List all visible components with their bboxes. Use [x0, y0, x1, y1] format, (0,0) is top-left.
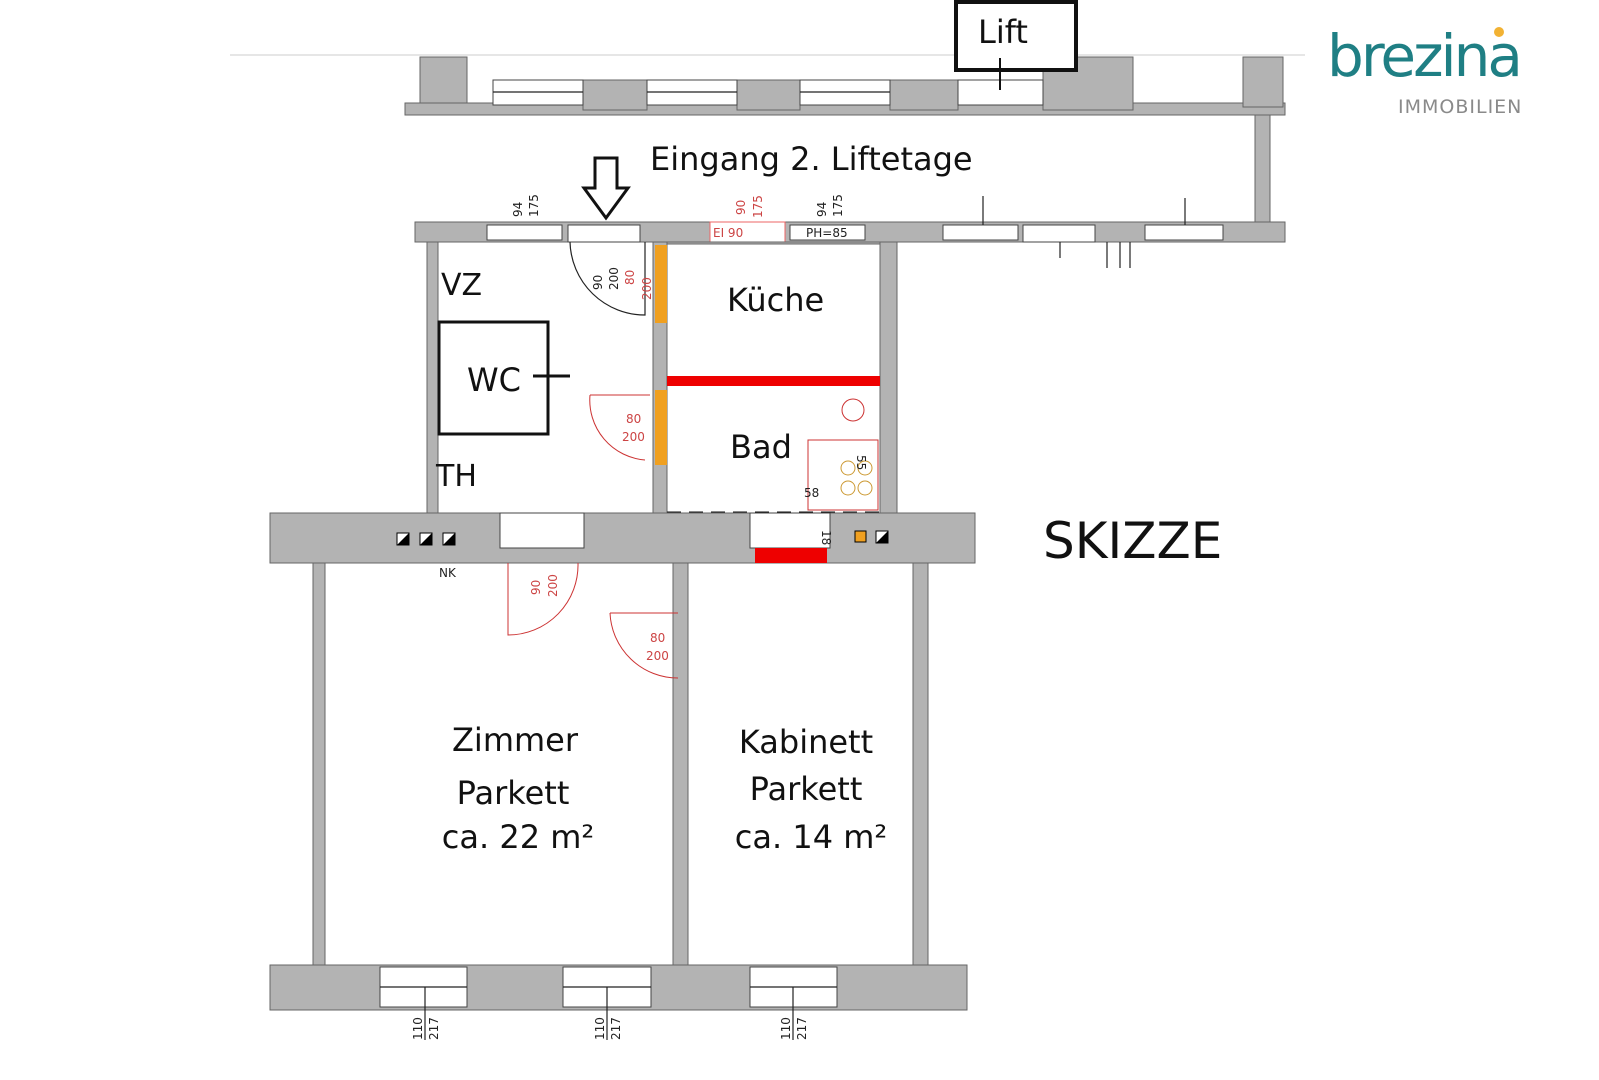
entrance-label: Eingang 2. Liftetage [650, 140, 973, 178]
svg-text:brezina: brezina [1327, 22, 1520, 90]
svg-text:80: 80 [650, 631, 665, 645]
svg-text:EI 90: EI 90 [713, 226, 743, 240]
svg-text:Parkett: Parkett [750, 770, 863, 808]
sketch-label: SKIZZE [1043, 512, 1222, 570]
svg-text:Parkett: Parkett [457, 774, 570, 812]
svg-text:90: 90 [591, 275, 605, 290]
svg-text:200: 200 [646, 649, 669, 663]
svg-text:Kabinett: Kabinett [739, 723, 873, 761]
svg-text:ca. 14 m²: ca. 14 m² [735, 818, 887, 856]
kitchen-label: Küche [727, 281, 824, 319]
lower-walls [270, 563, 967, 1040]
svg-text:200: 200 [546, 574, 560, 597]
svg-text:80: 80 [623, 270, 637, 285]
middle-wall [270, 512, 975, 563]
svg-text:217: 217 [795, 1017, 809, 1040]
svg-text:110: 110 [411, 1017, 425, 1040]
svg-text:PH=85: PH=85 [806, 226, 848, 240]
svg-text:18: 18 [819, 530, 833, 545]
svg-text:90: 90 [529, 580, 543, 595]
svg-text:175: 175 [527, 194, 541, 217]
svg-text:200: 200 [607, 267, 621, 290]
svg-text:IMMOBILIEN: IMMOBILIEN [1398, 96, 1522, 118]
svg-text:175: 175 [831, 194, 845, 217]
upper-walls [427, 242, 897, 690]
th-label: TH [435, 459, 477, 494]
svg-text:110: 110 [779, 1017, 793, 1040]
svg-text:55: 55 [854, 455, 868, 470]
svg-text:94: 94 [511, 202, 525, 217]
svg-text:217: 217 [609, 1017, 623, 1040]
svg-text:90: 90 [734, 200, 748, 215]
svg-text:ca. 22 m²: ca. 22 m² [442, 818, 594, 856]
svg-text:175: 175 [751, 195, 765, 218]
svg-text:200: 200 [622, 430, 645, 444]
zimmer-label: Zimmer Parkett ca. 22 m² [442, 721, 594, 856]
nk-label: NK [439, 566, 457, 580]
vz-label: VZ [441, 268, 482, 303]
svg-text:94: 94 [815, 202, 829, 217]
brezina-logo: brezina IMMOBILIEN [1327, 22, 1522, 118]
svg-text:110: 110 [593, 1017, 607, 1040]
svg-text:217: 217 [427, 1017, 441, 1040]
lift-label: Lift [978, 13, 1028, 51]
kabinett-label: Kabinett Parkett ca. 14 m² [735, 723, 887, 856]
svg-text:200: 200 [640, 277, 654, 300]
svg-text:58: 58 [804, 486, 819, 500]
entrance-arrow-icon [584, 158, 628, 218]
bath-label: Bad [730, 428, 792, 466]
wc-label: WC [467, 361, 521, 399]
svg-text:Zimmer: Zimmer [452, 721, 579, 759]
corridor-wall [415, 196, 1285, 268]
svg-text:80: 80 [626, 412, 641, 426]
